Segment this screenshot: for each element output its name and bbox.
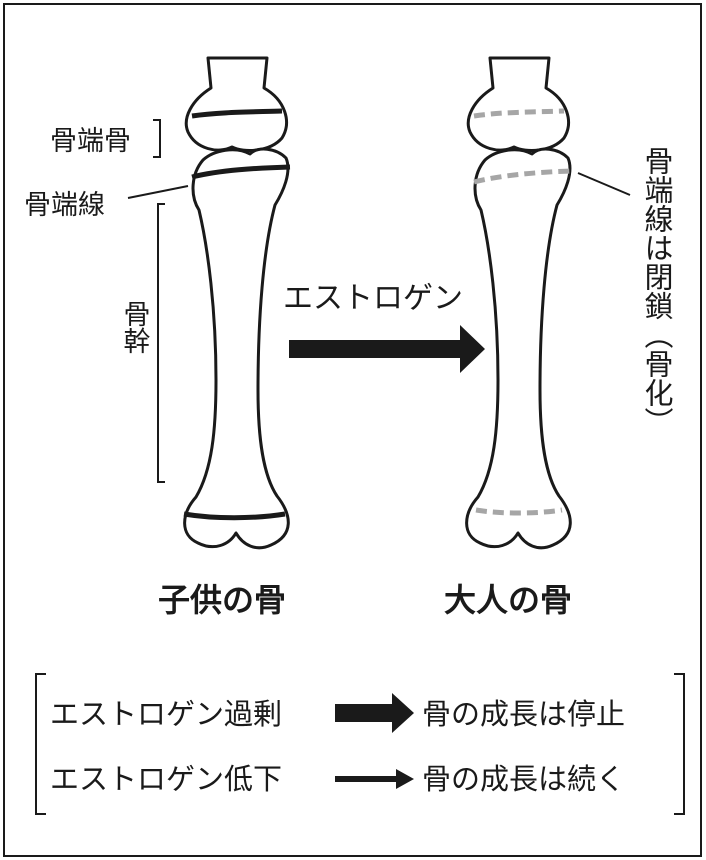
- legend-row2-effect: 骨の成長は続く: [422, 762, 625, 796]
- growth-plate-leader: [127, 185, 189, 199]
- child-femur: [183, 147, 290, 550]
- legend: エストロゲン過剰 骨の成長は停止 エストロゲン低下 骨の成長は続く: [35, 673, 685, 815]
- adult-closed-plate-upper: [473, 108, 565, 119]
- adult-closed-plate-lower: [475, 507, 563, 516]
- growth-plate-label: 骨端線: [24, 190, 105, 221]
- child-bone-title: 子供の骨: [158, 581, 286, 619]
- legend-row1-effect: 骨の成長は停止: [422, 697, 625, 731]
- legend-bracket-left: [35, 673, 46, 815]
- adult-bone: [465, 56, 573, 550]
- closed-plate-label: 骨端線は閉鎖（骨化）: [640, 146, 674, 436]
- child-growth-plate-middle: [191, 164, 291, 180]
- adult-femur: [465, 147, 572, 550]
- adult-closed-plate-middle: [473, 168, 573, 185]
- diaphysis-label: 骨幹: [119, 300, 150, 354]
- legend-row2-cause: エストロゲン低下: [50, 762, 282, 796]
- thick-arrow-icon: [335, 693, 414, 733]
- adult-upper-fragment: [466, 56, 570, 152]
- estrogen-arrow-label: エストロゲン: [283, 281, 463, 316]
- child-growth-plate-lower: [183, 511, 286, 521]
- adult-bone-title: 大人の骨: [444, 581, 572, 619]
- epiphysis-label: 骨端骨: [50, 126, 131, 157]
- epiphysis-bracket: [153, 119, 161, 158]
- thin-arrow-icon: [335, 769, 414, 789]
- legend-row1-cause: エストロゲン過剰: [50, 697, 282, 731]
- child-upper-fragment: [184, 56, 288, 152]
- child-growth-plate-upper: [191, 108, 283, 119]
- estrogen-arrow-icon: [289, 325, 485, 373]
- child-bone: [183, 56, 291, 550]
- closed-plate-leader: [577, 172, 631, 196]
- diaphysis-bracket: [157, 203, 165, 483]
- legend-bracket-right: [674, 673, 685, 815]
